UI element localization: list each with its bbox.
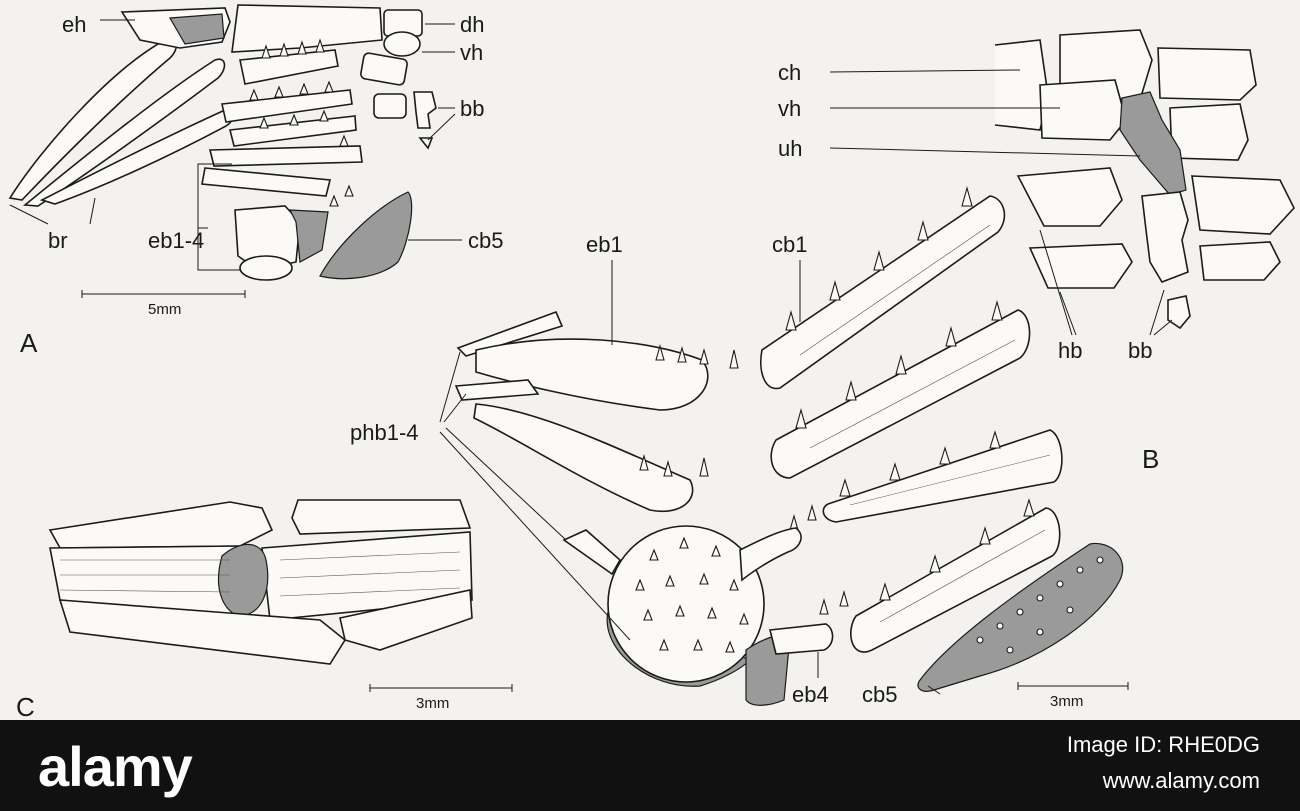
- label-ch: ch: [778, 60, 801, 85]
- panel-a: eh dh vh bb br eb1-4 cb5 5mm A: [8, 4, 503, 358]
- leader-hb2: [1059, 291, 1077, 336]
- basibranchial: [418, 137, 434, 150]
- leader-bb2: [427, 113, 456, 141]
- epibranchial-block-stipple: [289, 209, 329, 263]
- hypobranchial: [1199, 241, 1281, 281]
- ceratobranchial-teeth: [639, 185, 1035, 615]
- leader-phb4: [439, 431, 631, 641]
- epibranchial-knob: [239, 255, 293, 281]
- label-bb: bb: [460, 96, 484, 121]
- label-vh-b: vh: [778, 96, 801, 121]
- epibranchial-1: [475, 338, 709, 411]
- pharyngeal-tooth-plate: [607, 525, 765, 683]
- epibranchial-4: [769, 623, 834, 655]
- pharyngobranchial: [456, 310, 564, 357]
- label-eb1: eb1: [586, 232, 623, 257]
- panel-b: ch vh uh eb1 cb1 hb bb phb1-4 B eb4 cb5 …: [350, 29, 1295, 710]
- label-bb-b: bb: [1128, 338, 1152, 363]
- label-eh: eh: [62, 12, 86, 37]
- jaw-bone-upper-right: [291, 499, 472, 535]
- leader-ch: [829, 69, 1021, 73]
- epibranchial-block: [234, 205, 301, 271]
- label-hb: hb: [1058, 338, 1082, 363]
- ceratobranchial-hatching: [799, 224, 1051, 623]
- panel-letter-c: C: [16, 692, 35, 720]
- alamy-logo: alamy: [38, 735, 193, 798]
- jaw-bone-upper: [48, 501, 274, 549]
- gill-teeth: [249, 38, 354, 207]
- pharyngobranchial-4: [562, 529, 622, 576]
- jaw-hatching: [59, 551, 461, 597]
- ceratobranchial-3: [822, 429, 1063, 523]
- image-id-text: Image ID: RHE0DG: [1066, 732, 1260, 757]
- label-phb1-4: phb1-4: [350, 420, 419, 445]
- leader-phb3: [445, 427, 567, 541]
- gill-arch: [201, 167, 332, 197]
- gill-arch: [208, 145, 363, 167]
- urohyal: [1119, 91, 1187, 196]
- hypohyal-plate: [1169, 103, 1249, 161]
- jaw-bone-lower: [58, 599, 347, 665]
- cb5-dentition: [976, 556, 1104, 654]
- scale-label-a: 5mm: [148, 301, 181, 318]
- leader-phb2: [443, 393, 467, 423]
- pharyngobranchial: [454, 379, 540, 401]
- leader-br: [9, 204, 49, 225]
- hypobranchial: [1191, 175, 1295, 235]
- label-uh: uh: [778, 136, 802, 161]
- hypohyal-plate: [1039, 79, 1127, 141]
- panel-letter-b: B: [1142, 444, 1159, 474]
- label-br: br: [48, 228, 68, 253]
- basibranchial: [360, 52, 408, 86]
- hypohyal-plate: [1157, 47, 1257, 101]
- hypobranchial: [1028, 243, 1133, 289]
- figure-drawing: eh dh vh bb br eb1-4 cb5 5mm A: [8, 4, 1295, 720]
- ventral-hypohyal: [383, 31, 421, 57]
- leader-br2: [89, 197, 96, 225]
- hypobranchial: [1016, 167, 1123, 227]
- epibranchial: [473, 403, 694, 513]
- leader-bb-b2: [1153, 319, 1173, 336]
- jaw-bone-lower-right: [339, 589, 473, 651]
- panel-letter-a: A: [20, 328, 38, 358]
- site-url-text: www.alamy.com: [1102, 768, 1260, 793]
- leader-eb: [197, 163, 240, 271]
- scale-label-b: 3mm: [1050, 693, 1083, 710]
- joint-cartilage: [217, 543, 269, 617]
- leader-hb: [1039, 229, 1073, 336]
- label-vh: vh: [460, 40, 483, 65]
- label-cb5-b: cb5: [862, 682, 897, 707]
- epibranchial-upper: [739, 527, 802, 582]
- leader-cb5-b: [927, 685, 941, 695]
- ceratobranchial-2: [770, 309, 1031, 479]
- basibranchial: [413, 91, 437, 129]
- epihyal-stipple: [169, 13, 225, 45]
- gill-arch: [229, 115, 357, 147]
- label-eb1-4: eb1-4: [148, 228, 204, 253]
- scale-label-c: 3mm: [416, 695, 449, 712]
- leader-uh: [829, 147, 1141, 157]
- basibranchial-b: [1141, 191, 1189, 283]
- panel-c: 3mm C: [16, 499, 513, 720]
- basibranchial-b: [1167, 295, 1191, 330]
- label-cb1: cb1: [772, 232, 807, 257]
- basibranchial: [373, 93, 407, 119]
- branchiostegal-ray: [22, 58, 226, 207]
- gill-arch: [239, 49, 339, 85]
- leader-bb-b: [1149, 289, 1165, 336]
- ceratohyal-bone: [231, 4, 383, 53]
- label-eb4: eb4: [792, 682, 829, 707]
- ceratobranchial-5: [319, 191, 413, 280]
- tooth-plate-spines: [635, 536, 749, 653]
- leader-phb: [439, 351, 461, 423]
- label-dh: dh: [460, 12, 484, 37]
- label-cb5-a: cb5: [468, 228, 503, 253]
- watermark-footer: alamy Image ID: RHE0DG www.alamy.com: [0, 720, 1300, 811]
- gill-arch: [221, 89, 353, 123]
- figure: eh dh vh bb br eb1-4 cb5 5mm A: [8, 4, 1295, 720]
